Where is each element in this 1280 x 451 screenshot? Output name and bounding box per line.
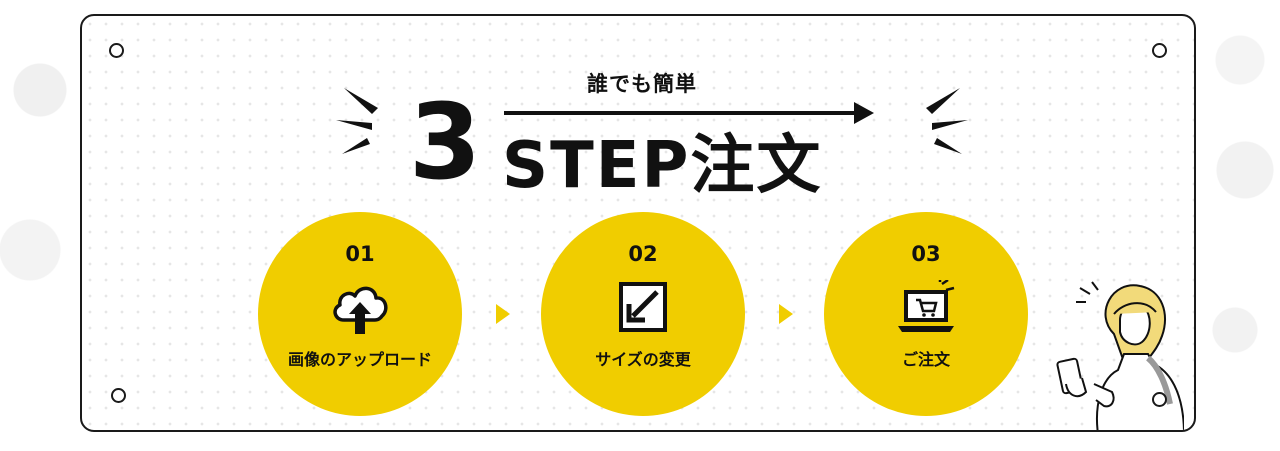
cloud-upload-icon <box>333 286 388 334</box>
step-count: 3 <box>408 81 482 203</box>
step-label: サイズの変更 <box>595 350 691 369</box>
steps-card: 誰でも簡単 3 STEP注文 01 画像のアップロード 02 サイズの変更 03 <box>80 14 1196 432</box>
step-2: 02 サイズの変更 <box>541 212 745 416</box>
burst-right-icon <box>926 88 968 154</box>
step-3: 03 ご注文 <box>824 212 1028 416</box>
step-1: 01 画像のアップロード <box>258 212 462 416</box>
burst-left-icon <box>336 88 378 154</box>
corner-hole <box>109 43 124 58</box>
woman-with-phone-illustration <box>1056 281 1184 430</box>
next-arrow-icon <box>779 304 793 324</box>
step-label: 画像のアップロード <box>287 350 432 369</box>
next-arrow-icon <box>496 304 510 324</box>
headline: STEP注文 <box>502 129 823 203</box>
corner-hole <box>1152 43 1167 58</box>
step-label: ご注文 <box>901 350 950 369</box>
resize-icon <box>619 282 667 332</box>
laptop-cart-icon <box>898 280 955 332</box>
step-number: 01 <box>345 242 375 266</box>
subtitle: 誰でも簡単 <box>587 72 697 96</box>
corner-hole <box>111 388 126 403</box>
step-number: 02 <box>628 242 658 266</box>
corner-hole <box>1152 392 1167 407</box>
arrow-right-icon <box>854 102 874 124</box>
step-number: 03 <box>911 242 941 266</box>
arrow-line <box>504 111 858 115</box>
